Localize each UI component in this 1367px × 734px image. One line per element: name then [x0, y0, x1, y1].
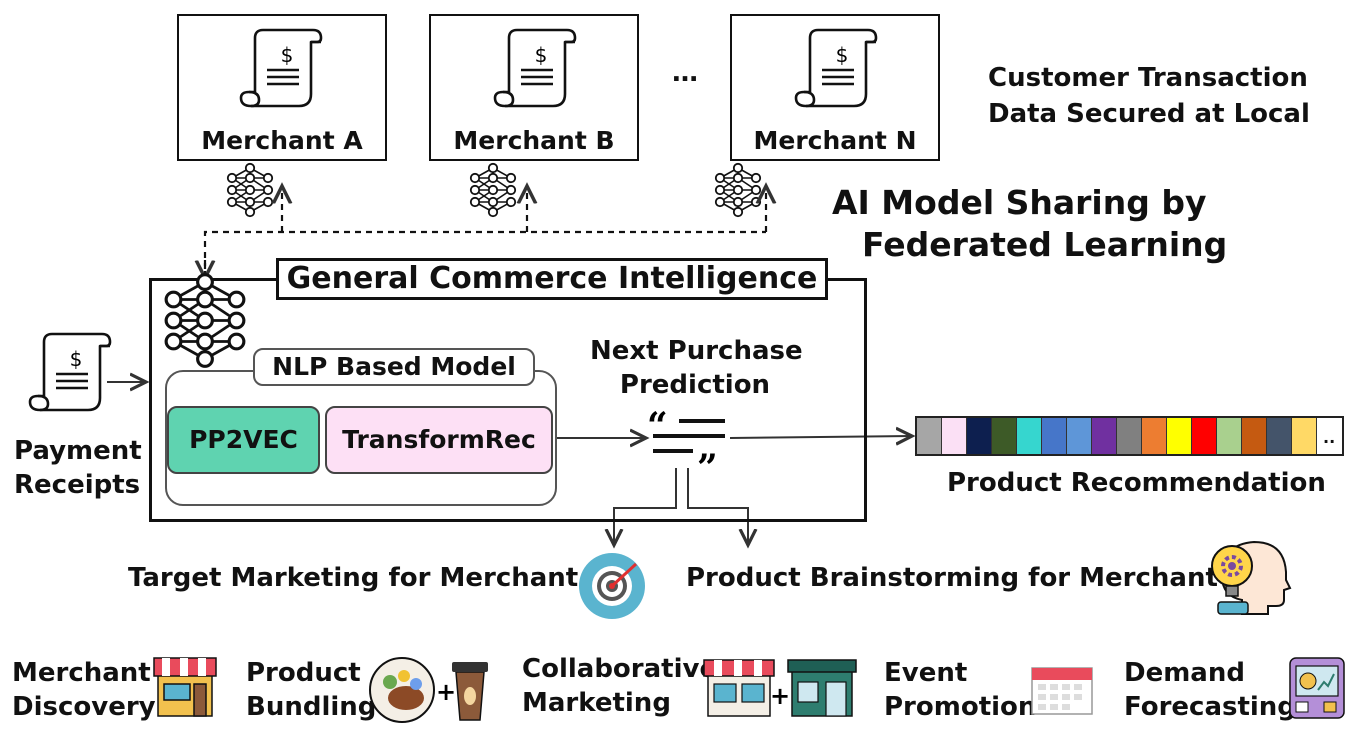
target-marketing-label: Target Marketing for Merchant: [128, 563, 579, 593]
app-line-2: Promotion: [884, 692, 1037, 722]
currency-symbol: $: [70, 347, 83, 371]
food-coffee-icon: +: [369, 657, 488, 723]
calendar-icon: [1031, 667, 1093, 715]
transformrec-model: TransformRec: [325, 406, 553, 474]
merchant-ellipsis: …: [672, 58, 698, 88]
merchant-a-box: $ Merchant A: [177, 14, 387, 161]
recommendation-cell: [1267, 418, 1292, 454]
recommendation-cell: [967, 418, 992, 454]
two-stores-icon: +: [703, 659, 857, 717]
receipt-icon: $: [28, 332, 112, 412]
brainstorming-arrow: [687, 468, 748, 545]
payment-receipts-label: Payment Receipts: [14, 434, 142, 502]
quote-icon: “ ”: [647, 405, 725, 489]
note-line-1: Customer Transaction: [988, 63, 1308, 93]
next-purchase-label: Next Purchase Prediction: [590, 334, 803, 402]
app-label-product-bundling: Product Bundling: [246, 656, 376, 724]
gci-title: General Commerce Intelligence: [276, 258, 828, 300]
forecast-tablet-icon: [1289, 657, 1345, 719]
product-recommendation-bar: ..: [915, 416, 1344, 456]
recommendation-cell: [992, 418, 1017, 454]
receipt-icon: $: [794, 28, 878, 108]
pp2vec-model: PP2VEC: [167, 406, 320, 474]
recommendation-cell: [1042, 418, 1067, 454]
recommendation-cell: [942, 418, 967, 454]
recommendation-cell: [1117, 418, 1142, 454]
app-line-2: Marketing: [522, 688, 671, 718]
federated-line-1: AI Model Sharing by: [832, 183, 1207, 222]
product-recommendation-label: Product Recommendation: [947, 468, 1326, 498]
svg-text:”: ”: [697, 447, 718, 489]
app-line-1: Product: [246, 658, 361, 688]
currency-symbol: $: [281, 43, 294, 67]
app-label-collaborative-marketing: Collaborative Marketing: [522, 652, 717, 720]
plus-sign: +: [770, 682, 790, 710]
app-line-2: Forecasting: [1124, 692, 1296, 722]
app-label-merchant-discovery: Merchant Discovery: [12, 656, 156, 724]
app-line-2: Bundling: [246, 692, 377, 722]
prediction-line-1: Next Purchase: [590, 336, 803, 366]
merchant-label: Merchant B: [453, 126, 615, 155]
app-label-event-promotion: Event Promotion: [884, 656, 1036, 724]
app-line-1: Merchant: [12, 658, 151, 688]
recommendation-cell: [1292, 418, 1317, 454]
idea-head-icon: [1211, 540, 1292, 615]
recommendation-cell: [1017, 418, 1042, 454]
recommendation-cell: [1192, 418, 1217, 454]
recommendation-more-mark: ..: [1323, 428, 1336, 447]
app-line-1: Demand: [1124, 658, 1245, 688]
recommendation-cell: [1067, 418, 1092, 454]
prediction-line-2: Prediction: [619, 370, 771, 400]
recommendation-arrow: [729, 436, 912, 438]
recommendation-cell: [1242, 418, 1267, 454]
storefront-icon: [153, 657, 217, 717]
merchant-label: Merchant A: [201, 126, 363, 155]
recommendation-cell: [1217, 418, 1242, 454]
note-line-2: Data Secured at Local: [988, 99, 1310, 129]
target-marketing-arrow: [614, 468, 677, 545]
payment-line-1: Payment: [14, 436, 142, 466]
app-line-1: Collaborative: [522, 654, 718, 684]
recommendation-cell: [1167, 418, 1192, 454]
plus-sign: +: [436, 678, 456, 706]
federated-line-2: Federated Learning: [862, 225, 1228, 264]
currency-symbol: $: [836, 43, 849, 67]
app-line-2: Discovery: [12, 692, 156, 722]
target-icon: [579, 553, 645, 619]
local-data-note: Customer Transaction Data Secured at Loc…: [988, 60, 1310, 132]
receipt-icon: $: [239, 28, 323, 108]
app-line-1: Event: [884, 658, 968, 688]
app-label-demand-forecasting: Demand Forecasting: [1124, 656, 1296, 724]
federated-learning-label: AI Model Sharing by Federated Learning: [832, 182, 1227, 266]
payment-line-2: Receipts: [14, 470, 141, 500]
svg-text:“: “: [647, 405, 668, 447]
merchant-n-box: $ Merchant N: [730, 14, 940, 161]
recommendation-cell: ..: [1317, 418, 1342, 454]
currency-symbol: $: [535, 43, 548, 67]
product-brainstorming-label: Product Brainstorming for Merchant: [686, 563, 1218, 593]
neural-network-icon: [164, 273, 246, 368]
nlp-model-title: NLP Based Model: [253, 348, 535, 386]
merchant-label: Merchant N: [753, 126, 917, 155]
merchant-b-box: $ Merchant B: [429, 14, 639, 161]
recommendation-cell: [1092, 418, 1117, 454]
recommendation-cell: [917, 418, 942, 454]
recommendation-cell: [1142, 418, 1167, 454]
receipt-icon: $: [493, 28, 577, 108]
